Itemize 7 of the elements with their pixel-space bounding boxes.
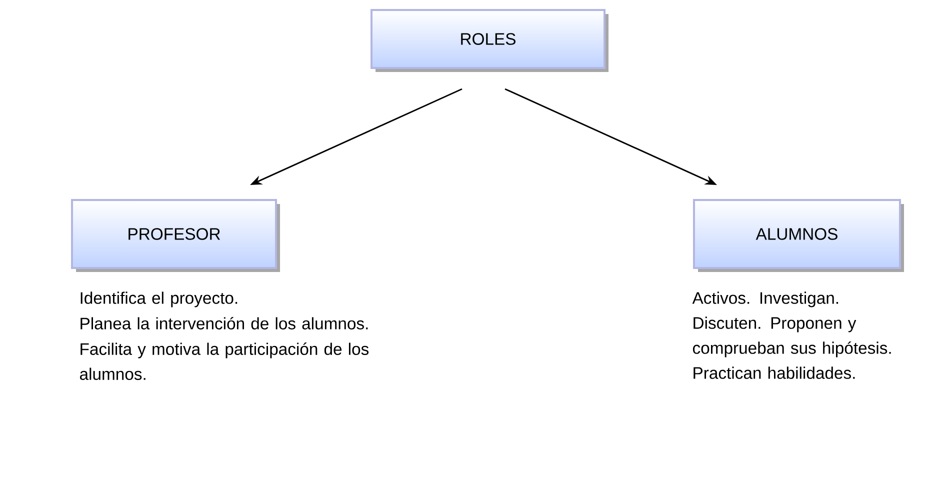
description-text: Activos. Investigan. Discuten. Proponen y comprueban sus hipótesis. Practican habilidades. (692, 292, 891, 379)
title-box: ALUMNOS (693, 199, 904, 272)
description-text: Identifica el proyecto. (80, 292, 238, 308)
title-box: ROLES (370, 9, 608, 72)
title-box: PROFESOR (71, 199, 280, 272)
description-text: Facilita y motiva la participación de los alumnos. (80, 342, 369, 380)
description-text: Planea la intervención de los alumnos. (80, 317, 368, 330)
